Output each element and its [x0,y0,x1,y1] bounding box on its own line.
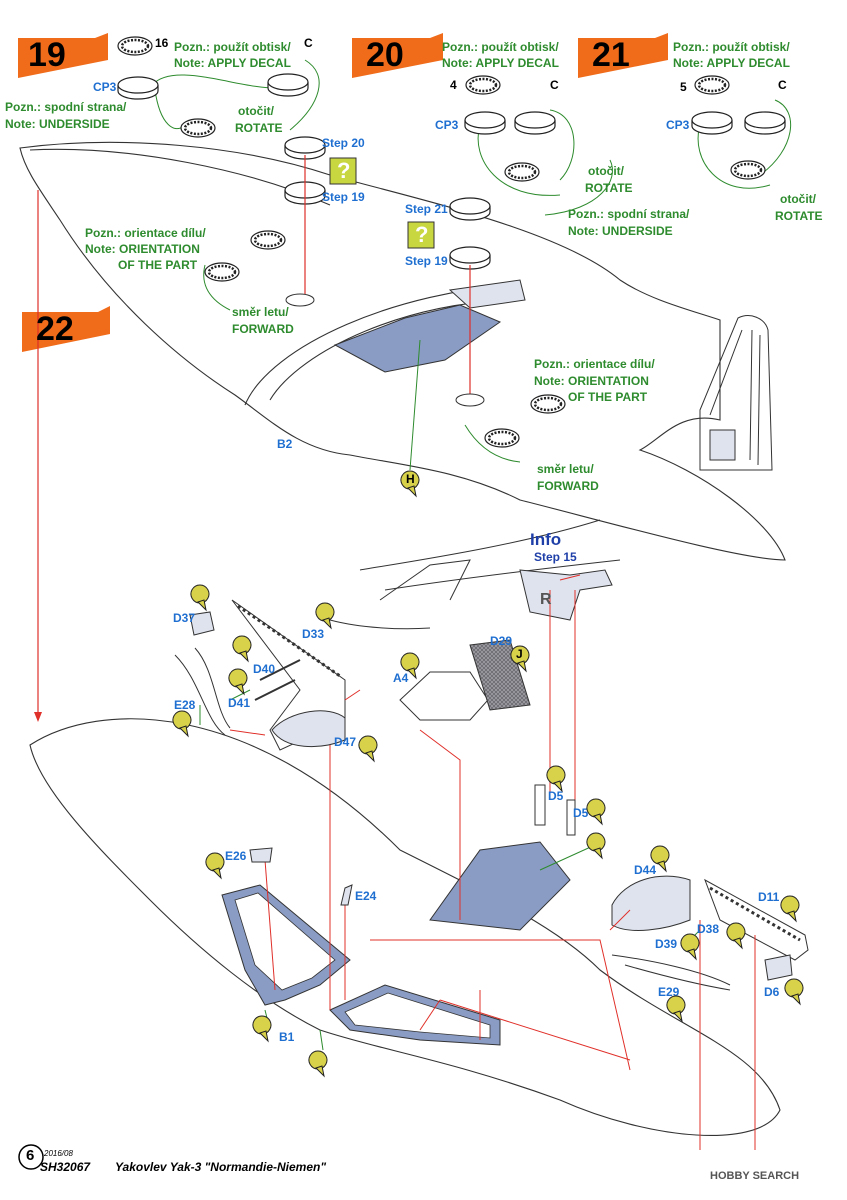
step19-ref-b: Step 19 [405,254,448,268]
note-cz-19: Pozn.: použít obtisk/ [174,40,291,54]
part-d29-label: D29 [490,634,513,648]
part-d5b-label: D5 [573,806,589,820]
part-a4-label: A4 [393,671,409,685]
info-part [519,569,613,621]
question-mark-b: ? [415,222,429,247]
forward2-cz: směr letu/ [537,462,594,476]
underside-en-20: Note: UNDERSIDE [568,224,673,238]
cp3-label-21: CP3 [666,118,690,132]
rotate-cz-19: otočit/ [238,104,274,118]
step-number-19: 19 [28,36,66,74]
part-d41-label: D41 [228,696,251,710]
step19-ref-a: Step 19 [322,190,365,204]
note-cz-21: Pozn.: použít obtisk/ [673,40,790,54]
print-date: 2016/08 [44,1149,73,1158]
rotate-en-21: ROTATE [775,209,823,223]
step-flag-20 [352,33,443,78]
part-e29-label: E29 [658,985,680,999]
part-d40-label: D40 [253,662,276,676]
gear-door-right [611,875,809,991]
part-e28-label: E28 [174,698,196,712]
decal-c-badge-20: C [550,78,559,92]
assembly-leaders-green [199,689,701,1051]
part-d38-label: D38 [697,922,720,936]
part-d5-a [534,784,546,826]
rotate-cz-20: otočit/ [588,164,624,178]
h-top-label: H [406,472,415,486]
step-number-21: 21 [592,36,630,74]
part-b2-label: B2 [277,437,293,451]
rotate-cz-21: otočit/ [780,192,816,206]
note-en-21: Note: APPLY DECAL [673,56,790,70]
underside-cz-19: Pozn.: spodní strana/ [5,100,127,114]
part-d39-label: D39 [655,937,678,951]
underside-cz-20: Pozn.: spodní strana/ [568,207,690,221]
decal-c-badge-21: C [778,78,787,92]
step-flag-21 [578,33,668,78]
page-number-circle [18,1144,44,1170]
info-step: Step 15 [534,550,577,564]
step21-ref: Step 21 [405,202,448,216]
lower-wing [29,718,781,1137]
question-badge-a [329,157,357,185]
rotate-en-20: ROTATE [585,181,633,195]
question-badge-b [407,221,435,249]
forward-cz: směr letu/ [232,305,289,319]
info-badge-r: R [540,591,552,608]
assembly-leaders [229,574,756,1150]
kit-code: SH32067 [40,1160,91,1174]
part-d6-label: D6 [764,985,780,999]
gear-door-left [174,599,346,751]
part-b1-label: B1 [279,1030,295,1044]
note-cz-20: Pozn.: použít obtisk/ [442,40,559,54]
center-panel [429,841,571,931]
decal-leaders [151,59,791,463]
rotate-en-19: ROTATE [235,121,283,135]
part-d47-label: D47 [334,735,357,749]
part-e24-label: E24 [355,889,377,903]
orient-cz: Pozn.: orientace dílu/ [85,226,206,240]
question-mark-a: ? [337,158,351,183]
watermark: HOBBY SEARCH [710,1170,800,1182]
forward2-en: FORWARD [537,479,599,493]
part-d5a-label: D5 [548,789,564,803]
decal-no-5: 5 [680,80,687,94]
cp3-label-19: CP3 [93,80,117,94]
decal-c-badge-19: C [304,36,313,50]
part-e26-label: E26 [225,849,247,863]
orient-en2: OF THE PART [118,258,198,272]
decal-no-4: 4 [450,78,457,92]
j-badge-label: J [516,647,523,661]
orient2-en2: OF THE PART [568,390,648,404]
part-d33-label: D33 [302,627,325,641]
cp3-label-20: CP3 [435,118,459,132]
part-e26 [249,847,273,863]
forward-en: FORWARD [232,322,294,336]
note-en-19: Note: APPLY DECAL [174,56,291,70]
underside-en-19: Note: UNDERSIDE [5,117,110,131]
step20-ref: Step 20 [322,136,365,150]
orient-en1: Note: ORIENTATION [85,242,200,256]
orient2-en1: Note: ORIENTATION [534,374,649,388]
step-flag-22 [22,306,110,352]
fuselage-sketch [329,519,621,630]
step-number-22: 22 [36,310,74,348]
step-number-20: 20 [366,36,404,74]
part-d11-label: D11 [758,890,780,904]
part-d5-b [566,799,576,836]
info-title: Info [530,530,562,549]
page-number: 6 [26,1147,35,1164]
kit-title: Yakovlev Yak-3 "Normandie-Niemen" [115,1160,327,1174]
decal-no-16: 16 [155,36,169,50]
part-d44-label: D44 [634,863,657,877]
fin [699,315,773,471]
orient2-cz: Pozn.: orientace dílu/ [534,357,655,371]
cockpit-cutout [333,304,502,373]
part-e24 [340,884,353,906]
step-flag-19 [18,33,108,78]
note-en-20: Note: APPLY DECAL [442,56,559,70]
part-d37-label: D37 [173,611,196,625]
